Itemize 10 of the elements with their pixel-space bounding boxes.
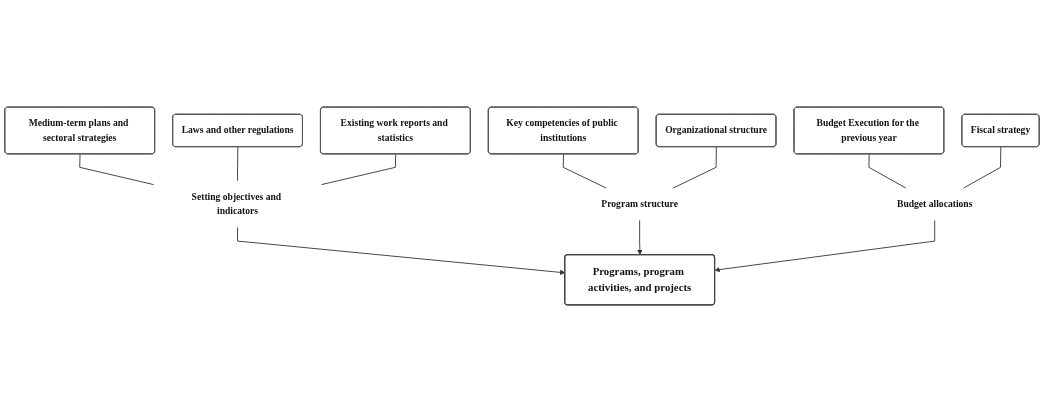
node-text: Program structure [601, 198, 678, 209]
connector [562, 153, 607, 189]
node-text: Budget allocations [897, 198, 973, 209]
connector [868, 153, 907, 189]
connector [321, 153, 397, 186]
connector [79, 153, 155, 186]
connector [237, 146, 239, 182]
connector [672, 146, 717, 189]
connector [963, 146, 1002, 189]
node-text: Setting objectives and indicators [191, 191, 282, 217]
